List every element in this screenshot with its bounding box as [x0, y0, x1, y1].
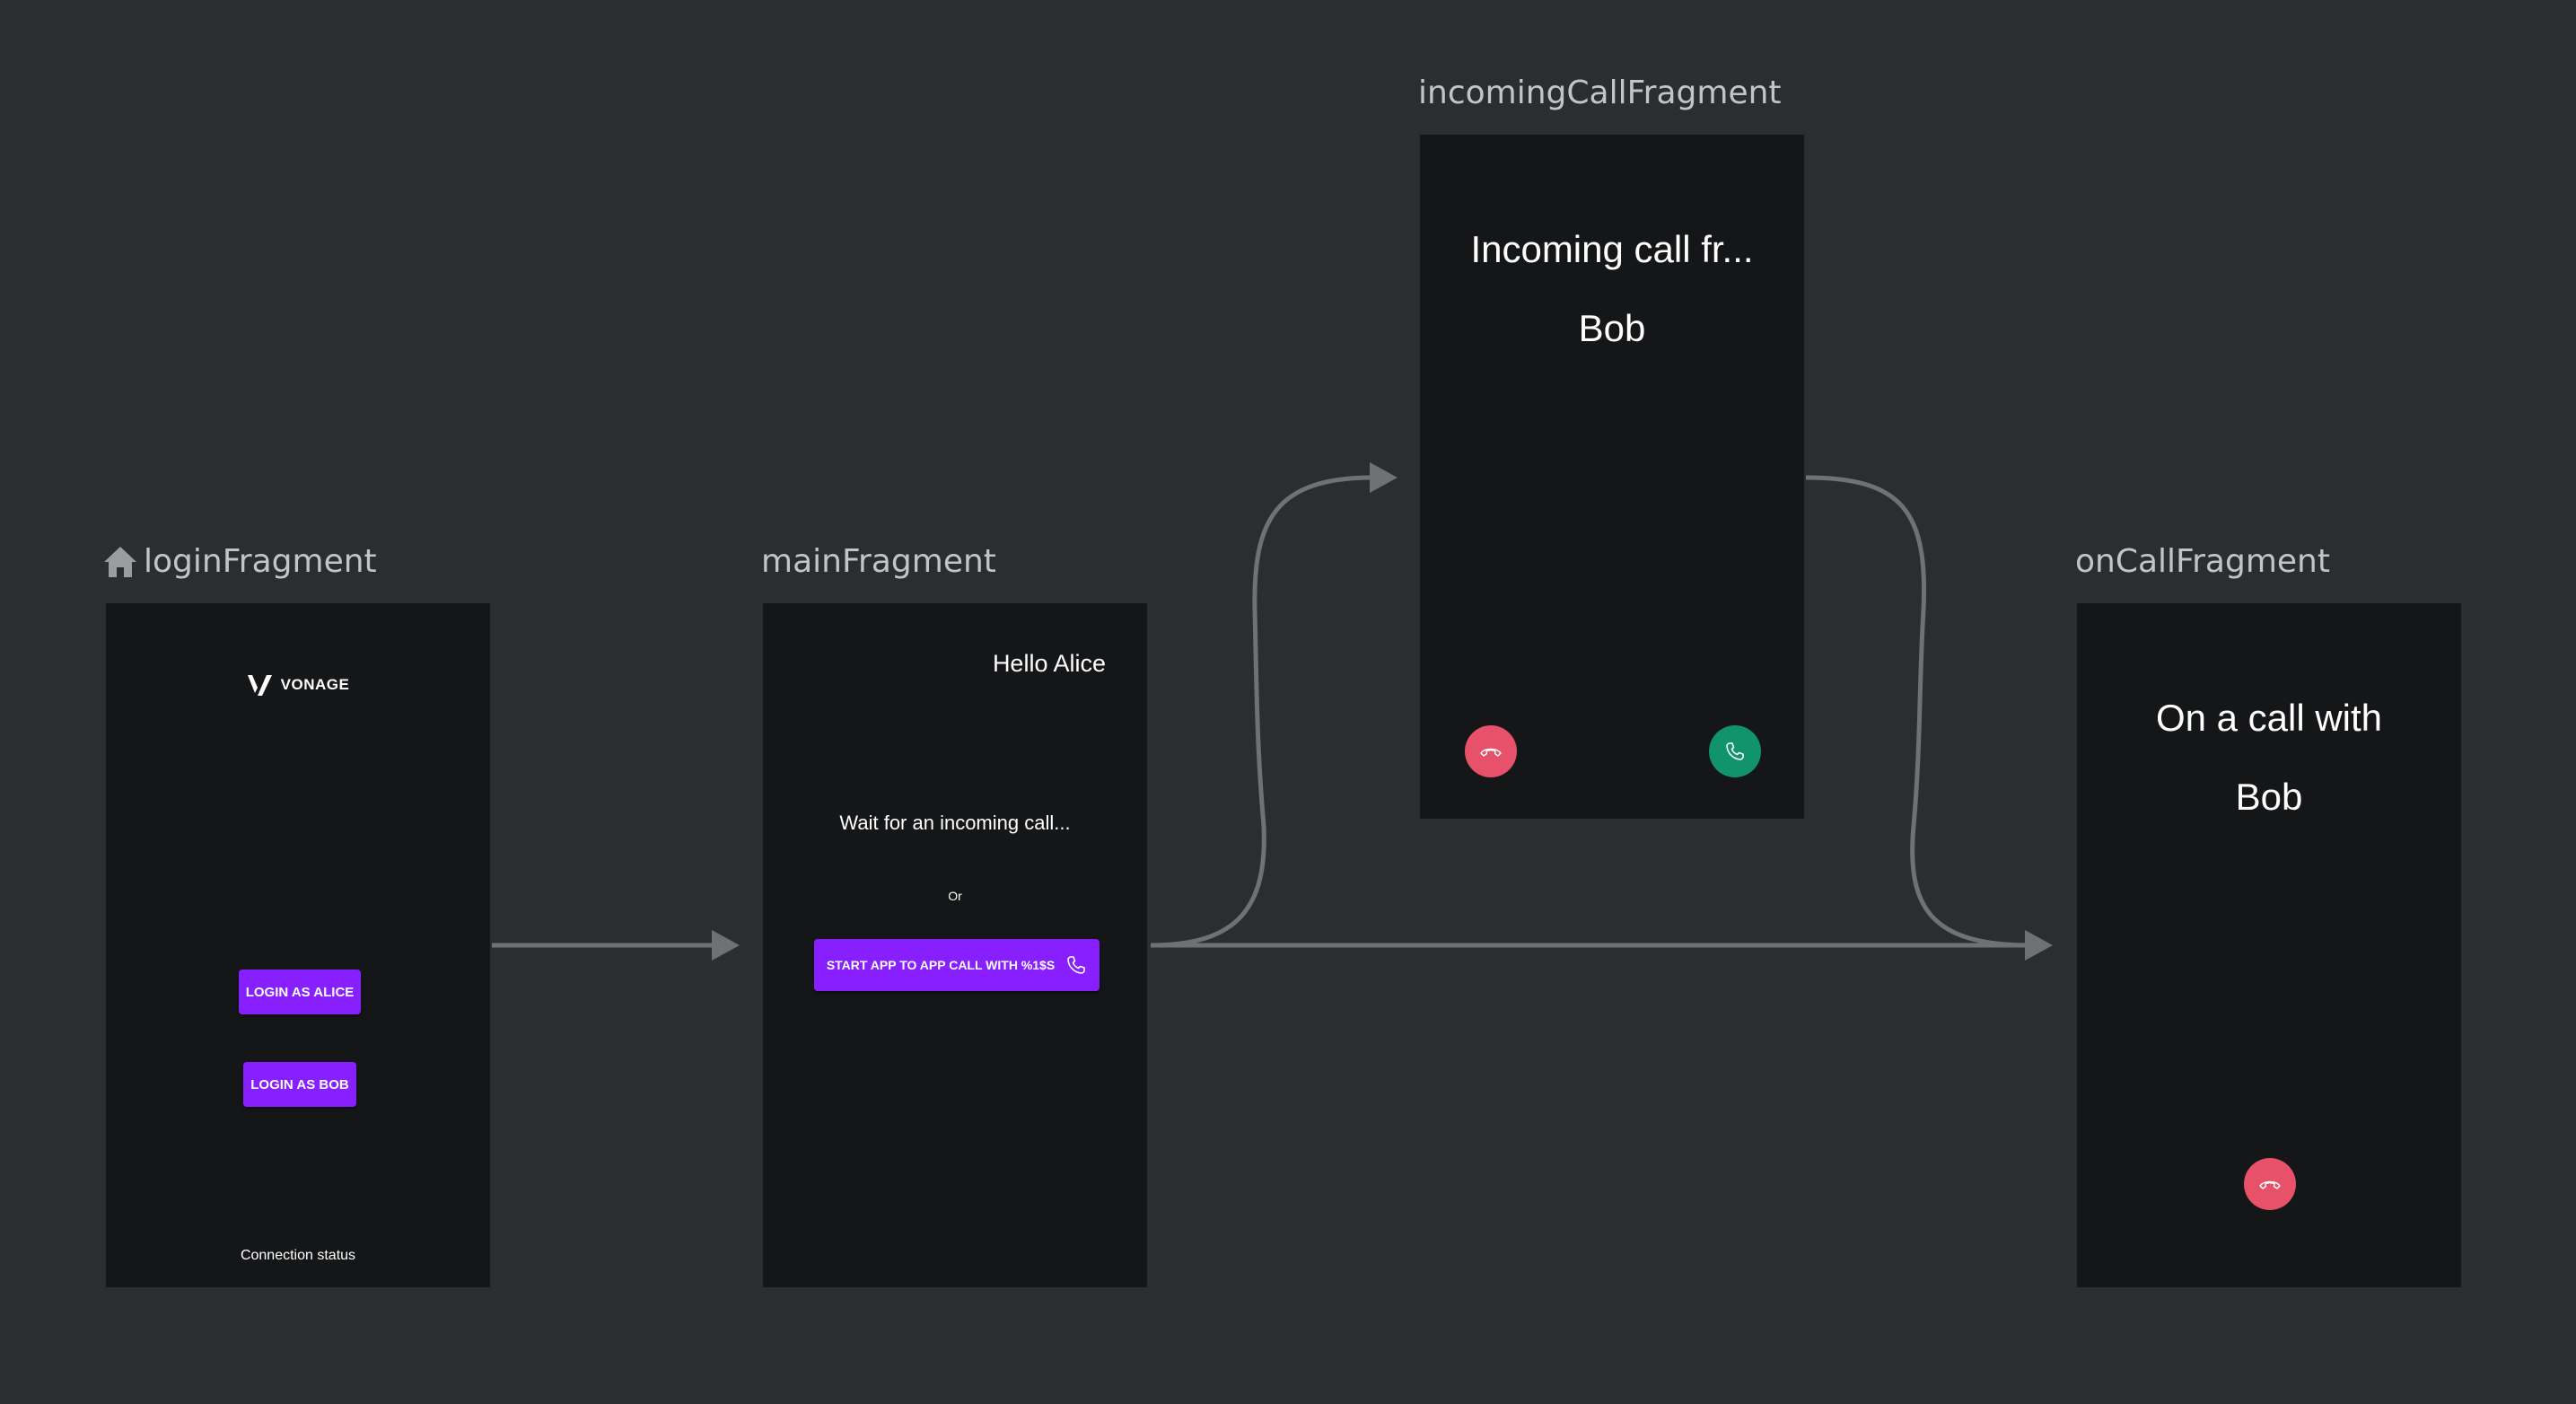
hang-up-button[interactable]: [2244, 1158, 2296, 1210]
or-text: Or: [948, 889, 962, 903]
arrowhead-oncall: [2025, 930, 2053, 961]
login-fragment-label: loginFragment: [144, 543, 377, 580]
phone-hangup-icon: [2259, 1180, 2281, 1189]
main-fragment-screen[interactable]: Hello Alice Wait for an incoming call...…: [763, 603, 1147, 1287]
login-fragment-screen[interactable]: VONAGE LOGIN AS ALICE LOGIN AS BOB Conne…: [106, 603, 490, 1287]
arrow-main-to-incoming: [1150, 475, 1374, 948]
login-as-alice-button[interactable]: LOGIN AS ALICE: [239, 970, 361, 1014]
vonage-logo-icon: [247, 675, 272, 696]
vonage-logo: VONAGE: [106, 673, 490, 697]
incoming-call-heading: Incoming call fr...: [1470, 228, 1754, 270]
phone-icon: [1726, 742, 1744, 760]
phone-icon: [1067, 956, 1085, 974]
arrow-incoming-to-oncall: [1805, 475, 2031, 948]
on-call-heading: On a call with: [2155, 697, 2383, 739]
login-fragment-title: loginFragment: [102, 542, 377, 582]
on-call-fragment-title: onCallFragment: [2075, 543, 2330, 580]
main-fragment-title: mainFragment: [761, 543, 996, 580]
callee-name: Bob: [2235, 776, 2303, 818]
arrowhead-main: [712, 930, 740, 961]
wait-incoming-call-text: Wait for an incoming call...: [839, 812, 1071, 834]
greeting-text: Hello Alice: [992, 650, 1106, 677]
on-call-fragment-screen[interactable]: On a call with Bob: [2077, 603, 2461, 1287]
arrowhead-incoming: [1370, 462, 1398, 493]
decline-call-button[interactable]: [1465, 725, 1517, 777]
home-icon: [104, 547, 136, 577]
incoming-call-fragment-title: incomingCallFragment: [1418, 75, 1782, 111]
vonage-logo-text: VONAGE: [280, 676, 350, 693]
phone-hangup-icon: [1480, 748, 1502, 757]
accept-call-button[interactable]: [1709, 725, 1761, 777]
login-as-bob-button[interactable]: LOGIN AS BOB: [243, 1062, 356, 1107]
start-call-label: START APP TO APP CALL WITH %1$S: [826, 958, 1056, 972]
start-app-to-app-call-button[interactable]: START APP TO APP CALL WITH %1$S: [814, 939, 1100, 991]
connection-status-text: Connection status: [240, 1248, 356, 1263]
incoming-call-fragment-screen[interactable]: Incoming call fr... Bob: [1420, 135, 1804, 819]
caller-name: Bob: [1578, 307, 1646, 349]
